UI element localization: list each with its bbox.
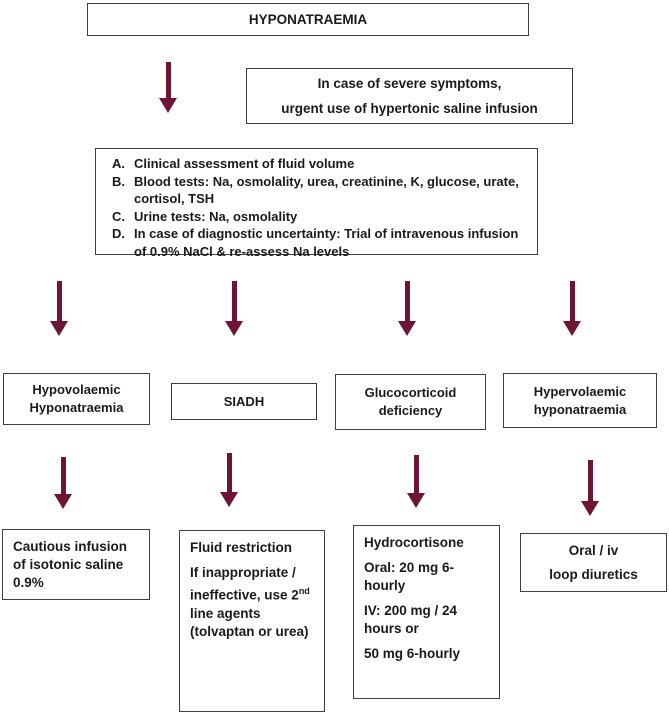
down-arrow-icon bbox=[563, 281, 581, 351]
down-arrow-icon bbox=[220, 453, 238, 522]
arrow-head bbox=[54, 494, 72, 524]
arrow-stem bbox=[60, 457, 66, 494]
item-letter: D. bbox=[112, 226, 125, 241]
arrow-stem bbox=[226, 453, 232, 492]
assessment-item: B. Blood tests: Na, osmolality, urea, cr… bbox=[112, 173, 529, 208]
assessment-item: A. Clinical assessment of fluid volume bbox=[112, 155, 529, 173]
title-box: HYPONATRAEMIA bbox=[87, 3, 529, 36]
item-text: Blood tests: Na, osmolality, urea, creat… bbox=[134, 173, 519, 207]
down-arrow-icon bbox=[159, 62, 177, 128]
treatment-heading: Hydrocortisone bbox=[364, 535, 464, 550]
arrow-stem bbox=[165, 62, 171, 98]
arrow-stem bbox=[231, 281, 237, 321]
arrow-stem bbox=[413, 455, 419, 493]
assessment-item: C. Urine tests: Na, osmolality bbox=[112, 208, 529, 226]
category-label: Hypervolaemic hyponatraemia bbox=[533, 383, 627, 417]
treatment-box-fluid-restriction: Fluid restriction If inappropriate / ine… bbox=[179, 530, 325, 712]
treatment-para: Oral: 20 mg 6-hourly bbox=[364, 560, 455, 593]
down-arrow-icon bbox=[581, 460, 599, 531]
body-pre: If inappropriate / ineffective, use 2 bbox=[190, 565, 299, 603]
severe-symptoms-line2: urgent use of hypertonic saline infusion bbox=[281, 101, 538, 116]
arrow-head bbox=[581, 501, 599, 531]
arrow-stem bbox=[56, 281, 62, 321]
treatment-box-loop-diuretics: Oral / iv loop diuretics bbox=[520, 533, 667, 592]
treatment-body: If inappropriate / ineffective, use 2nd … bbox=[190, 564, 316, 641]
down-arrow-icon bbox=[398, 281, 416, 351]
arrow-stem bbox=[404, 281, 410, 321]
assessment-item: D. In case of diagnostic uncertainty: Tr… bbox=[112, 225, 529, 260]
treatment-text: Cautious infusion of isotonic saline 0.9… bbox=[13, 539, 127, 590]
item-text: Clinical assessment of fluid volume bbox=[134, 156, 355, 171]
arrow-head bbox=[220, 492, 238, 522]
item-letter: C. bbox=[112, 208, 125, 224]
item-text: Urine tests: Na, osmolality bbox=[134, 208, 298, 224]
title-text: HYPONATRAEMIA bbox=[248, 12, 368, 27]
arrow-stem bbox=[569, 281, 575, 321]
arrow-head bbox=[563, 321, 581, 351]
treatment-para: IV: 200 mg / 24 hours or bbox=[364, 603, 458, 636]
arrow-head bbox=[50, 321, 68, 351]
arrow-head bbox=[398, 321, 416, 351]
severe-symptoms-line1: In case of severe symptoms, bbox=[317, 76, 502, 91]
treatment-box-cautious-infusion: Cautious infusion of isotonic saline 0.9… bbox=[2, 529, 150, 600]
body-post: line agents (tolvaptan or urea) bbox=[190, 605, 309, 639]
treatment-line1: Oral / iv bbox=[568, 542, 619, 558]
treatment-heading: Fluid restriction bbox=[190, 540, 293, 555]
item-text: In case of diagnostic uncertainty: Trial… bbox=[134, 226, 519, 259]
category-label: Glucocorticoid deficiency bbox=[364, 385, 457, 418]
treatment-para: 50 mg 6-hourly bbox=[364, 646, 461, 661]
category-box-siadh: SIADH bbox=[171, 383, 317, 420]
down-arrow-icon bbox=[54, 457, 72, 524]
body-superscript: nd bbox=[298, 586, 310, 596]
category-box-hypervolaemic: Hypervolaemic hyponatraemia bbox=[503, 373, 657, 428]
assessment-box: A. Clinical assessment of fluid volume B… bbox=[95, 148, 538, 259]
item-letter: A. bbox=[112, 156, 125, 171]
category-box-hypovolaemic: Hypovolaemic Hyponatraemia bbox=[3, 373, 150, 425]
treatment-box-hydrocortisone: Hydrocortisone Oral: 20 mg 6-hourly IV: … bbox=[353, 525, 500, 699]
severe-symptoms-box: In case of severe symptoms, urgent use o… bbox=[246, 68, 573, 124]
down-arrow-icon bbox=[50, 281, 68, 351]
arrow-stem bbox=[587, 460, 593, 501]
treatment-line2: loop diuretics bbox=[549, 566, 638, 582]
category-box-glucocorticoid: Glucocorticoid deficiency bbox=[335, 374, 486, 430]
category-label: SIADH bbox=[223, 393, 265, 409]
down-arrow-icon bbox=[225, 281, 243, 351]
arrow-head bbox=[225, 321, 243, 351]
arrow-head bbox=[159, 98, 177, 128]
arrow-head bbox=[407, 493, 425, 523]
item-letter: B. bbox=[112, 173, 125, 189]
down-arrow-icon bbox=[407, 455, 425, 523]
category-label: Hypovolaemic Hyponatraemia bbox=[29, 382, 124, 415]
